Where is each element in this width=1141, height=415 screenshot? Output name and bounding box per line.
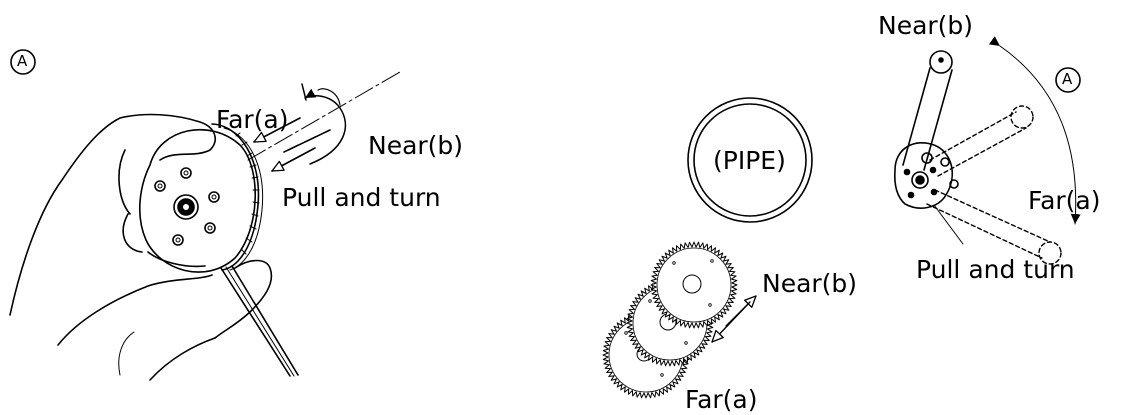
- pull-and-turn-label-left: Pull and turn: [282, 183, 441, 212]
- gear-top-center-hole: [682, 274, 702, 294]
- axis-line-left: [247, 71, 401, 161]
- gear-stack: [602, 241, 738, 399]
- rotation-arrow-left: [301, 83, 347, 165]
- near-label-gears: Near(b): [762, 269, 858, 298]
- far-arrow-left: [253, 117, 301, 143]
- gear-top-pin-hole: [708, 303, 712, 307]
- gear-middle-pin-hole: [648, 299, 652, 303]
- far-arrow-gears: [711, 301, 751, 343]
- handle-bars: [220, 265, 299, 377]
- near-label-left: Near(b): [368, 131, 464, 160]
- pull-and-turn-label-right: Pull and turn: [916, 255, 1075, 284]
- gear-bottom-pin-hole: [624, 331, 628, 335]
- near-label-top-right: Near(b): [878, 11, 974, 40]
- gear-top-inner-ring: [656, 247, 732, 323]
- circle-a-label-right: A: [1062, 70, 1073, 88]
- near-arrow-left: [271, 147, 316, 172]
- gear-bottom-pin-hole: [660, 373, 664, 377]
- gear-top-pin-hole: [672, 261, 676, 265]
- hand-drawing: [9, 113, 273, 381]
- far-arrow-stem: [283, 129, 331, 153]
- far-label-gears: Far(a): [685, 385, 758, 414]
- far-label-left: Far(a): [216, 105, 289, 134]
- circle-a-label-left: A: [17, 52, 28, 70]
- swing-arc-arrow: [988, 36, 1081, 225]
- circle-a-marker-right: [1055, 67, 1081, 93]
- far-label-arm: Far(a): [1028, 186, 1101, 215]
- circle-a-marker-left: [10, 49, 36, 75]
- hub-assembly: [139, 123, 264, 273]
- pipe-circle: [687, 97, 813, 223]
- arm-assembly: [893, 50, 1062, 265]
- pipe-label: (PIPE): [713, 146, 786, 175]
- gear-top-pin-hole: [710, 259, 714, 263]
- gear-middle-pin-hole: [684, 341, 688, 345]
